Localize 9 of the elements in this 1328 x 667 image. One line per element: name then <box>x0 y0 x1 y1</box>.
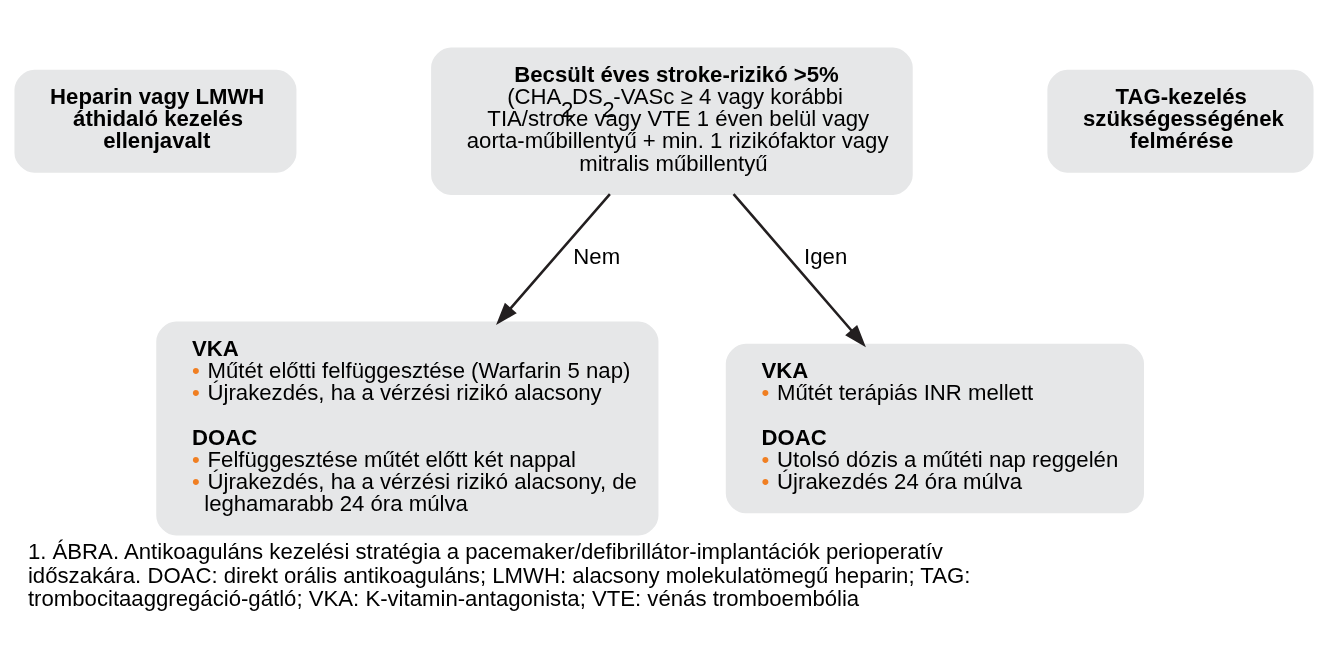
node-box: VKA • Műtét terápiás INR mellett DOAC • Utolsó dózis a műtéti nap reggelén • Újrakezdés 24 óra múlva <box>725 343 1144 514</box>
node-box: VKA • Műtét előtti felfüggesztése (Warfarin 5 nap) • Újrakezdés, ha a vérzési rizikó alacsony DOAC • Felfüggesztése műtét előtt két nappal • Újrakezdés, ha a vérzési rizikó alacsony, de leghamarabb 24 óra múlva <box>156 321 659 536</box>
node-box: TAG-kezelés szükségességének felmérése <box>1047 69 1314 173</box>
arrow <box>496 193 611 325</box>
arrow <box>732 193 866 348</box>
node-box: Heparin vagy LMWH áthidaló kezelés ellenjavalt <box>14 69 297 173</box>
edge-label: Nem <box>573 244 621 270</box>
edge-label: Igen <box>804 244 848 270</box>
caption: 1. ÁBRA. Antikoaguláns kezelési stratégia a pacemaker/defibrillátor-implantációk perioperatív időszakára. DOAC: direkt orális antikoaguláns; LMWH: alacsony molekulatömegű heparin; TAG: trombocitaaggregáció-gátló; VKA: K-vitamin-antagonista; VTE: vénás tromboembólia <box>27 538 971 612</box>
